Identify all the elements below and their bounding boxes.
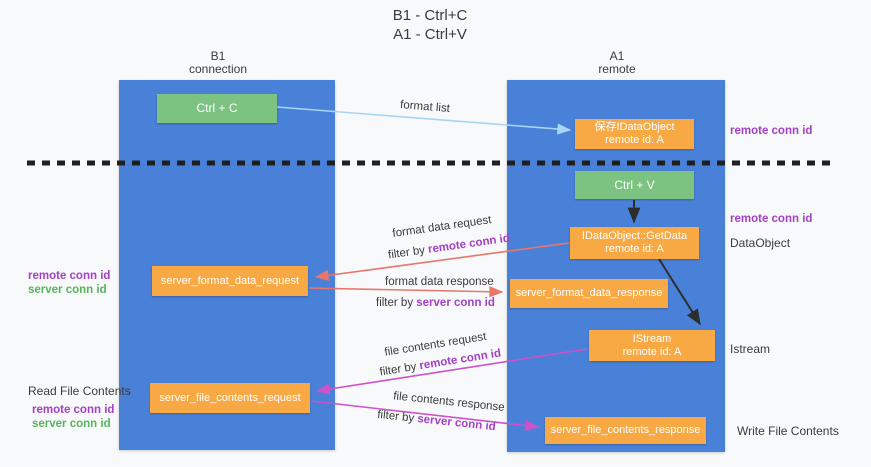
- left-mid-remote-conn-id: remote conn id: [28, 270, 111, 282]
- lane-a1-name: A1: [609, 49, 625, 63]
- ctrl-c-label: Ctrl + C: [196, 101, 238, 115]
- write-file-contents-label: Write File Contents: [737, 424, 839, 438]
- istream-line1: IStream: [632, 332, 672, 345]
- node-istream: IStream remote id: A: [589, 330, 715, 361]
- filter-server-conn-id: server conn id: [416, 297, 495, 309]
- format-data-request-arrow: [314, 242, 570, 281]
- title-line-2: A1 - Ctrl+V: [393, 26, 467, 43]
- ctrl-v-label: Ctrl + V: [614, 177, 655, 192]
- getdata-line2: remote id: A: [605, 243, 664, 255]
- left-bottom-server-conn-id: server conn id: [32, 418, 111, 430]
- node-save-dataobject: 保存IDataObject remote id: A: [575, 119, 694, 149]
- file-response-label: server_file_contents_response: [550, 424, 701, 436]
- format-data-response-arrow: [308, 286, 504, 298]
- node-ctrl-c: Ctrl + C: [157, 94, 277, 123]
- node-server-file-contents-request: server_file_contents_request: [150, 383, 310, 413]
- left-bottom-conn-ids: remote conn id server conn id: [32, 403, 114, 431]
- read-file-contents-label: Read File Contents: [28, 384, 131, 398]
- page-title: B1 - Ctrl+C A1 - Ctrl+V: [330, 6, 530, 44]
- lane-b1-subtitle: connection: [188, 62, 248, 76]
- lane-header-a1: A1 remote: [569, 50, 665, 76]
- title-line-1: B1 - Ctrl+C: [392, 7, 468, 24]
- save-dataobject-line2: remote id: A: [605, 134, 664, 146]
- format-response-label: server_format_data_response: [515, 287, 663, 299]
- node-server-format-data-request: server_format_data_request: [152, 266, 308, 296]
- lane-b1-name: B1: [210, 49, 226, 63]
- lane-a1-subtitle: remote: [598, 62, 636, 76]
- getdata-line1: IDataObject::GetData: [581, 230, 688, 242]
- dataobject-label: DataObject: [730, 236, 791, 250]
- getdata-to-istream-arrow: [658, 258, 701, 326]
- node-server-format-data-response: server_format_data_response: [510, 279, 668, 308]
- left-mid-server-conn-id: server conn id: [28, 284, 107, 296]
- format-data-response-label: format data response: [385, 276, 494, 288]
- save-dataobject-line1: 保存IDataObject: [594, 121, 675, 133]
- lane-header-b1: B1 connection: [170, 50, 266, 76]
- format-list-arrow: [276, 106, 572, 135]
- left-bottom-remote-conn-id: remote conn id: [32, 404, 115, 416]
- istream-line2: remote id: A: [622, 345, 682, 358]
- file-request-label: server_file_contents_request: [159, 391, 301, 404]
- left-mid-conn-ids: remote conn id server conn id: [28, 269, 110, 297]
- node-idataobject-getdata: IDataObject::GetData remote id: A: [570, 227, 699, 259]
- file-contents-request-arrow: [315, 348, 588, 395]
- remote-conn-id-top-label: remote conn id: [730, 125, 813, 137]
- format-data-response-filter-label: filter by server conn id: [376, 297, 495, 309]
- node-ctrl-v: Ctrl + V: [575, 171, 694, 199]
- file-contents-response-arrow: [310, 400, 540, 432]
- node-server-file-contents-response: server_file_contents_response: [545, 417, 706, 444]
- istream-side-label: Istream: [730, 342, 771, 356]
- remote-conn-id-mid-label: remote conn id: [730, 213, 813, 225]
- format-request-label: server_format_data_request: [160, 274, 300, 287]
